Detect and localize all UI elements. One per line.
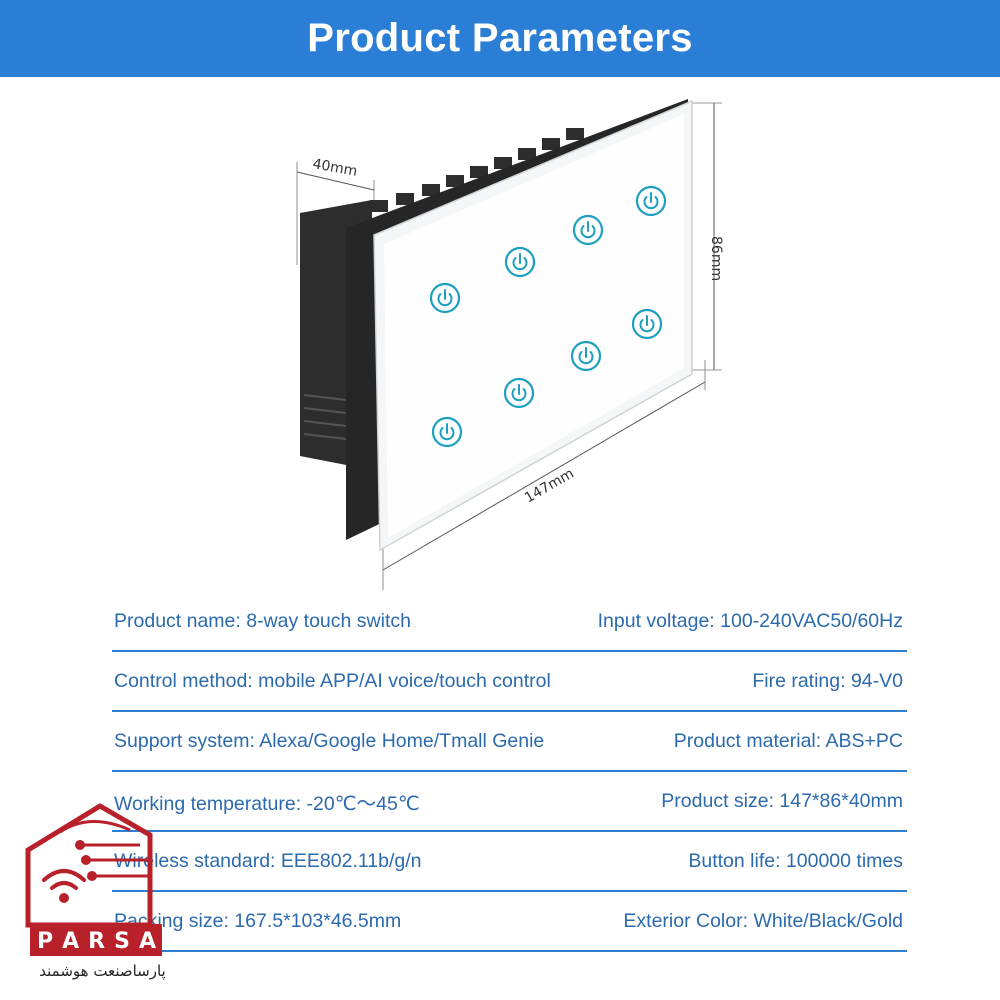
parameter-left: Working temperature: -20℃～45℃ — [114, 792, 420, 815]
logo-letter: A — [62, 928, 83, 954]
parameter-left: Support system: Alexa/Google Home/Tmall … — [114, 729, 545, 752]
parsa-logo — [25, 803, 162, 956]
heat-vents — [303, 394, 347, 440]
depth-label: 40mm — [311, 156, 358, 180]
header-banner: Product Parameters — [0, 0, 1000, 77]
parameter-right: Button life: 100000 times — [688, 849, 903, 872]
depth-dimension: 40mm — [296, 156, 375, 265]
parameter-right: Exterior Color: White/Black/Gold — [623, 909, 903, 932]
power-icon[interactable] — [431, 416, 463, 448]
height-label: 86mm — [708, 236, 724, 281]
parsa-wordmark: P A R S A — [34, 926, 162, 956]
logo-letter: S — [114, 928, 133, 954]
circuit-lines-icon — [75, 840, 150, 881]
width-label: 147mm — [522, 466, 577, 507]
parameter-table: Product name: 8-way touch switch Input vo… — [112, 592, 907, 952]
parameter-right: Input voltage: 100-240VAC50/60Hz — [597, 609, 903, 632]
logo-caption: پارساصنعت هوشمند — [39, 962, 166, 980]
page-title: Product Parameters — [307, 16, 693, 60]
parameter-row: Working temperature: -20℃～45℃ Product siz… — [112, 772, 907, 832]
power-icon[interactable] — [572, 214, 604, 246]
parameter-left: Product name: 8-way touch switch — [114, 609, 411, 632]
parameter-right: Fire rating: 94-V0 — [752, 669, 903, 692]
parameter-left: Control method: mobile APP/AI voice/touc… — [114, 669, 551, 692]
parameter-row: Wireless standard: EEE802.11b/g/n Button … — [112, 832, 907, 892]
power-icon[interactable] — [570, 340, 602, 372]
parameter-row: Product name: 8-way touch switch Input vo… — [112, 592, 907, 652]
power-icon[interactable] — [504, 246, 536, 278]
logo-letter: R — [88, 928, 109, 954]
height-dimension: 86mm — [692, 102, 724, 371]
parameter-row: Support system: Alexa/Google Home/Tmall … — [112, 712, 907, 772]
wifi-icon — [42, 869, 86, 903]
parameter-row: Packing size: 167.5*103*46.5mm Exterior C… — [112, 892, 907, 952]
product-illustration: 40mm 86mm 147mm — [296, 99, 724, 590]
power-icon[interactable] — [631, 308, 663, 340]
parameter-row: Control method: mobile APP/AI voice/touc… — [112, 652, 907, 712]
touch-buttons — [429, 185, 667, 448]
parameter-right: Product material: ABS+PC — [673, 729, 903, 752]
power-icon[interactable] — [429, 282, 461, 314]
power-icon[interactable] — [503, 377, 535, 409]
parameter-left: Wireless standard: EEE802.11b/g/n — [114, 849, 422, 872]
logo-letter: P — [37, 928, 57, 954]
logo-letter: A — [138, 928, 159, 954]
power-icon[interactable] — [635, 185, 667, 217]
parameter-left: Packing size: 167.5*103*46.5mm — [114, 909, 402, 932]
parameter-right: Product size: 147*86*40mm — [661, 789, 903, 812]
